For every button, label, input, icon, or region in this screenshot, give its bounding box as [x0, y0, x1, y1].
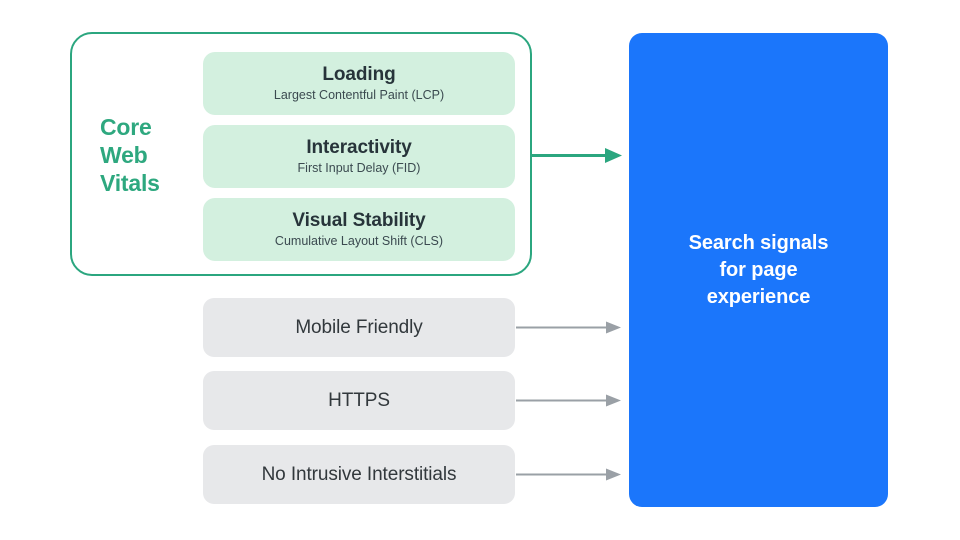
signal-label: HTTPS: [328, 389, 390, 411]
search-signals-box[interactable]: Search signals for page experience: [629, 33, 888, 507]
vital-card-interactivity[interactable]: Interactivity First Input Delay (FID): [203, 125, 515, 188]
vital-card-title: Visual Stability: [292, 210, 426, 231]
vital-card-subtitle: Cumulative Layout Shift (CLS): [274, 234, 444, 248]
search-signals-line-2: for page: [719, 258, 798, 281]
vital-card-title: Interactivity: [306, 137, 412, 158]
vital-card-loading[interactable]: Loading Largest Contentful Paint (LCP): [203, 52, 515, 115]
search-signals-text: Search signals for page experience: [669, 230, 849, 311]
vital-card-visual-stability[interactable]: Visual Stability Cumulative Layout Shift…: [203, 198, 515, 261]
vital-card-title: Loading: [322, 64, 396, 85]
search-signals-line-1: Search signals: [688, 231, 829, 254]
no-intrusive-interstitials-arrow: [516, 468, 621, 481]
signal-no-intrusive-interstitials[interactable]: No Intrusive Interstitials: [203, 445, 515, 504]
core-web-vitals-label: Core Web Vitals: [100, 113, 192, 197]
mobile-friendly-arrow: [516, 321, 621, 334]
core-web-vitals-arrow: [531, 148, 622, 163]
vital-card-subtitle: Largest Contentful Paint (LCP): [273, 88, 445, 102]
core-web-vitals-label-line-2: Web: [100, 142, 148, 168]
signal-mobile-friendly[interactable]: Mobile Friendly: [203, 298, 515, 357]
signal-label: Mobile Friendly: [295, 316, 423, 338]
search-signals-line-3: experience: [706, 285, 811, 308]
core-web-vitals-label-line-3: Vitals: [100, 170, 160, 196]
signal-https[interactable]: HTTPS: [203, 371, 515, 430]
signal-label: No Intrusive Interstitials: [261, 463, 457, 485]
https-arrow: [516, 394, 621, 407]
core-web-vitals-label-line-1: Core: [100, 114, 152, 140]
vital-card-subtitle: First Input Delay (FID): [297, 161, 421, 175]
